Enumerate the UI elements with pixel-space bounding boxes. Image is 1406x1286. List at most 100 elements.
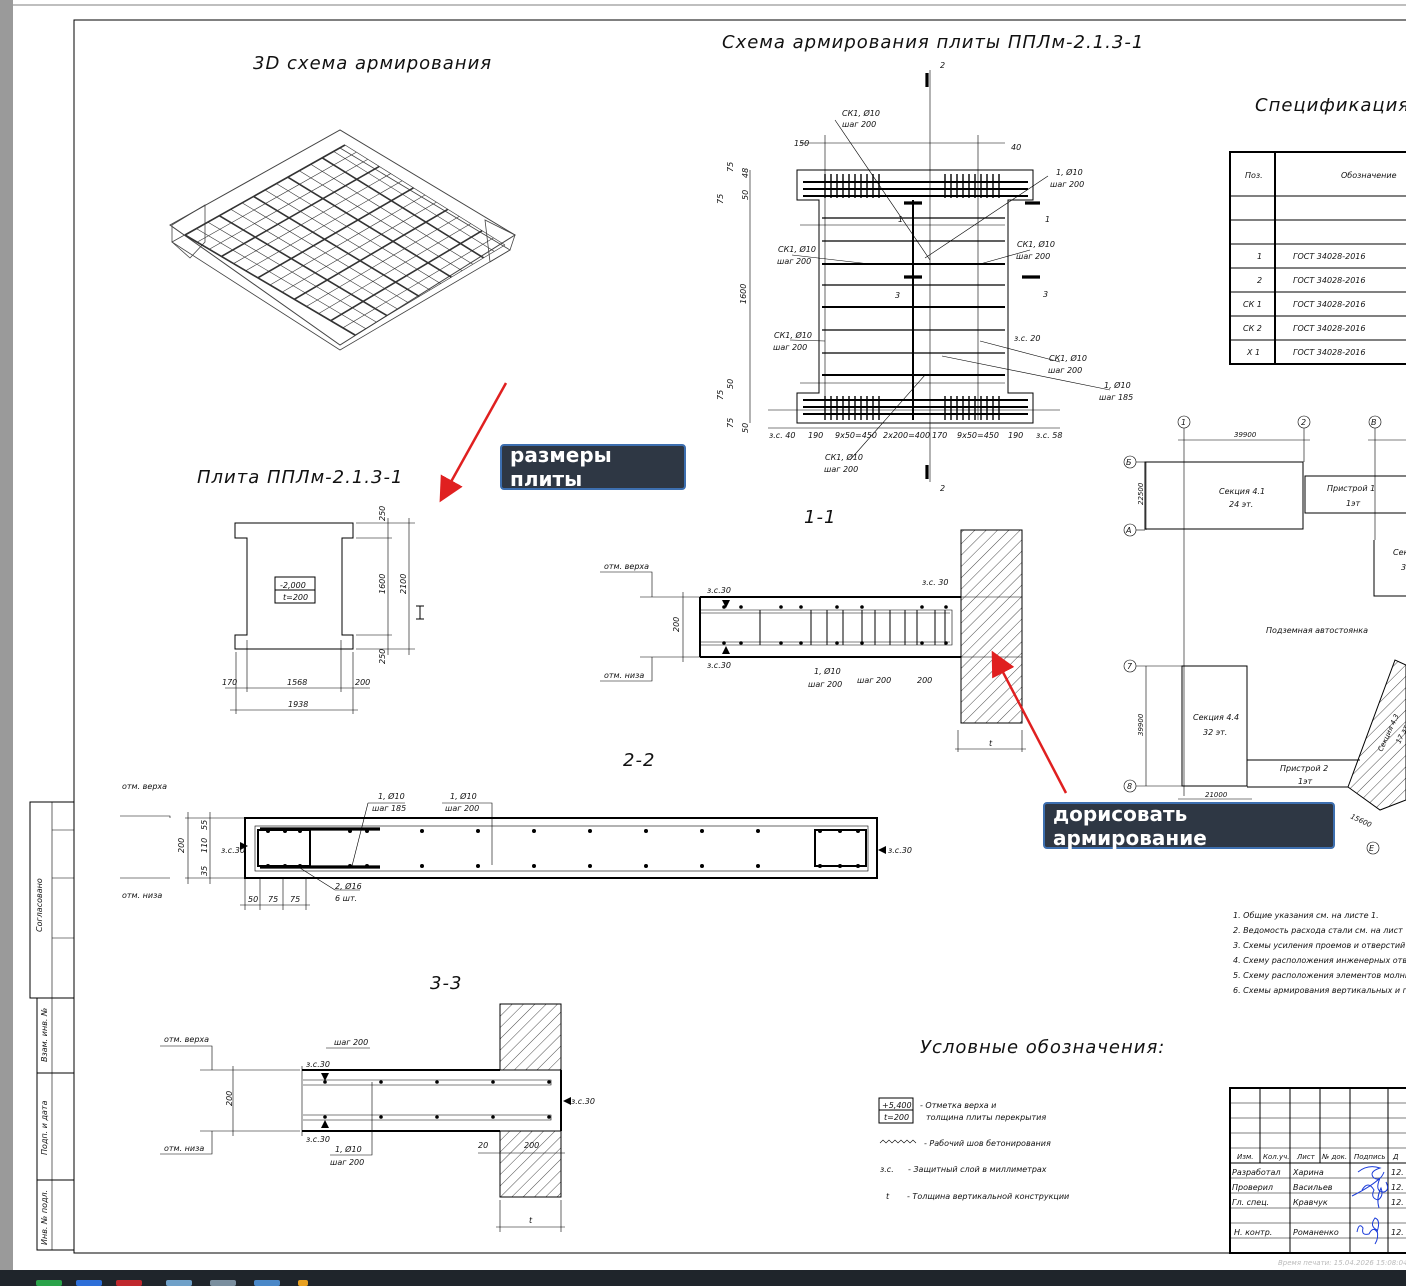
rebar-dot [722, 605, 726, 609]
legend-level-desc2: толщина плиты перекрытия [926, 1113, 1046, 1122]
rebar-dot [756, 829, 760, 833]
bottom-dim-4: 170 [932, 431, 947, 440]
s11-cover-bottom: з.с.30 [707, 661, 731, 670]
callout-plate-size-text: размеры плиты [510, 443, 612, 491]
legend: +5,400 t=200 - Отметка верха и толщина п… [878, 1097, 1069, 1201]
s33-bottom-mark: отм. низа [164, 1144, 204, 1153]
spec-doc: ГОСТ 34028-2016 [1293, 348, 1365, 357]
title-plate: Плита ППЛм-2.1.3-1 [197, 467, 403, 488]
dim-48: 48 [741, 168, 750, 178]
rebar-dot [644, 864, 648, 868]
taskbar-app-icon[interactable] [298, 1280, 308, 1286]
plate-dim-center: 1568 [287, 678, 307, 687]
leader-cover20: з.с. 20 [1014, 334, 1040, 343]
cut-mark-3-left: 3 [895, 291, 900, 300]
stamp-name: Васильев [1293, 1183, 1333, 1192]
dim-150: 150 [794, 139, 809, 148]
leader-bar1-top: 1, Ø10 [1056, 167, 1083, 177]
rebar-line [344, 144, 506, 246]
spec-pos: СК 1 [1243, 300, 1262, 309]
site-plan: 1 2 В Б А 7 8 Е 39900 22500 39900 21000 … [1123, 415, 1406, 855]
dim-50-b: 50 [726, 379, 735, 389]
rebar-dot [266, 864, 270, 868]
site-section-partial-floors: 3 [1401, 563, 1406, 572]
rebar-dot [348, 864, 352, 868]
side-agreed-label: Согласовано [35, 878, 44, 932]
section-3-3: отм. верха отм. низа шаг 200 з.с.30 з.с.… [160, 1003, 595, 1232]
rebar-dot [799, 641, 803, 645]
taskbar-app-icon[interactable] [116, 1280, 142, 1286]
title-3d-scheme: 3D схема армирования [253, 53, 492, 74]
s33-bar-step: шаг 200 [330, 1158, 364, 1167]
title-section-3-3: 3-3 [430, 973, 462, 994]
plate-thickness: t=200 [283, 593, 308, 602]
rebar-dot [323, 1080, 327, 1084]
taskbar-app-icon[interactable] [254, 1280, 280, 1286]
spec-table: Поз. Обозначение 1 ГОСТ 34028-2016 2 ГОС… [1229, 151, 1406, 365]
rebar-dot [856, 829, 860, 833]
s22-d35: 35 [200, 866, 209, 876]
stamp-header: Изм. [1237, 1153, 1253, 1161]
dim-75-d: 75 [726, 418, 735, 428]
rebar-dot [779, 605, 783, 609]
rebar-line [281, 201, 437, 293]
cut-mark-2-bottom: 2 [940, 484, 945, 493]
note-item: 1. Общие указания см. на листе 1. [1233, 911, 1379, 920]
taskbar-app-icon[interactable] [210, 1280, 236, 1286]
callout-draw-reinforcement-text: дорисовать армирование [1053, 801, 1207, 850]
rebar-dot [283, 829, 287, 833]
axis-a: А [1125, 526, 1131, 535]
bottom-dim-7: з.с. 58 [1036, 431, 1062, 440]
3d-reinforcement-view [169, 129, 516, 351]
legend-joint-desc: - Рабочий шов бетонирования [924, 1139, 1051, 1148]
rebar-dot [532, 829, 536, 833]
s11-bottom-mark: отм. низа [604, 671, 644, 680]
rebar-line [318, 223, 471, 314]
s33-wall-t: t [529, 1216, 533, 1225]
legend-cover-symbol: з.с. [880, 1165, 894, 1174]
leader-sk1-right2-step: шаг 200 [1048, 366, 1082, 375]
rebar-dot [920, 641, 924, 645]
site-section-41-floors: 24 эт. [1229, 500, 1253, 509]
dim-75-c: 75 [716, 390, 725, 400]
rebar-dot [298, 864, 302, 868]
dim-1600: 1600 [739, 284, 748, 304]
s33-cover-end: з.с.30 [571, 1097, 595, 1106]
rebar-line [330, 230, 483, 322]
leader-sk1-left1-step: шаг 200 [777, 257, 811, 266]
stamp-date: 12. [1391, 1228, 1404, 1237]
rebar-dot [532, 864, 536, 868]
spec-pos: 2 [1257, 276, 1262, 285]
s11-dim200: 200 [917, 676, 932, 685]
rebar-line [306, 216, 460, 307]
note-item: 5. Схему расположения элементов молни [1233, 971, 1406, 980]
rebar-dot [818, 829, 822, 833]
s22-d75-b: 75 [290, 895, 300, 904]
rebar-dot [298, 829, 302, 833]
title-section-2-2: 2-2 [623, 750, 655, 771]
rebar-line [354, 244, 506, 336]
rebar-dot [435, 1115, 439, 1119]
stamp-header: Д [1392, 1153, 1399, 1161]
site-annex-1-floors: 1эт [1346, 499, 1360, 508]
rebar-dot [266, 829, 270, 833]
rebar-line [310, 164, 474, 265]
legend-level-desc: - Отметка верха и [920, 1101, 996, 1110]
leader-sk1-bottom-step: шаг 200 [824, 465, 858, 474]
taskbar-app-icon[interactable] [36, 1280, 62, 1286]
section-1-1: отм. верха отм. низа з.с.30 з.с.30 з.с. … [600, 529, 1026, 752]
leader-sk1-right1: СК1, Ø10 [1017, 239, 1055, 249]
rebar-dot [944, 641, 948, 645]
taskbar-app-icon[interactable] [76, 1280, 102, 1286]
s11-cover-wall: з.с. 30 [922, 578, 948, 587]
leader-bar1-bottom: 1, Ø10 [1104, 380, 1131, 390]
side-inv-label: Инв. № подл. [40, 1190, 49, 1245]
leader-sk1-right1-step: шаг 200 [1016, 252, 1050, 261]
stamp-role: Проверил [1232, 1183, 1273, 1192]
rebar-line [299, 170, 463, 271]
s11-top-mark: отм. верха [604, 562, 649, 571]
rebar-dot [739, 605, 743, 609]
annotation-arrow-reinforcement [991, 650, 1068, 794]
taskbar-app-icon[interactable] [166, 1280, 192, 1286]
